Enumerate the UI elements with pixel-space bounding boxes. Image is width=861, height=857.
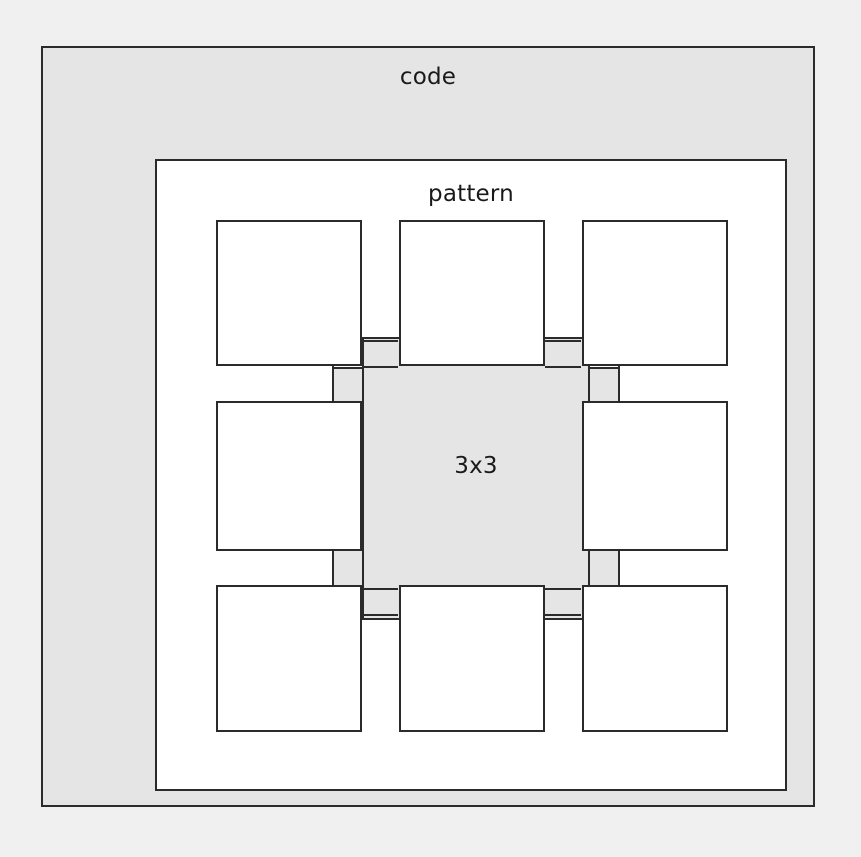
connector-top-left-to-top-middle-upper — [362, 340, 398, 342]
connector-bottom-left-to-bottom-middle-lower — [362, 614, 398, 616]
connector-middle-left-to-bottom-left-right — [362, 551, 364, 589]
connector-top-right-to-middle-right-right — [618, 366, 620, 403]
cell-bottom-left[interactable] — [216, 585, 362, 732]
cell-middle-left[interactable] — [216, 401, 362, 551]
cell-bottom-middle[interactable] — [399, 585, 545, 732]
cell-top-middle[interactable] — [399, 220, 545, 366]
connector-bottom-left-to-bottom-middle-upper — [362, 588, 398, 590]
connector-top-left-to-middle-left-right — [362, 366, 364, 403]
connector-middle-right-to-bottom-right-left — [588, 551, 590, 589]
cell-middle-right[interactable] — [582, 401, 728, 551]
cell-bottom-right[interactable] — [582, 585, 728, 732]
connector-top-right-to-middle-right-left — [588, 366, 590, 403]
connector-bottom-middle-to-bottom-right-lower — [545, 614, 581, 616]
connector-top-middle-to-top-right-upper — [545, 340, 581, 342]
pattern-container[interactable]: pattern 3x3 — [155, 159, 787, 791]
connector-top-left-to-middle-left-left — [332, 366, 334, 403]
connector-top-left-to-top-middle-lower — [362, 366, 398, 368]
cell-top-left[interactable] — [216, 220, 362, 366]
code-container[interactable]: code pattern 3x3 — [41, 46, 815, 807]
pattern-label: pattern — [428, 181, 514, 207]
center-label-3x3: 3x3 — [454, 453, 498, 479]
connector-bottom-middle-to-bottom-right-upper — [545, 588, 581, 590]
connector-middle-left-to-bottom-left-left — [332, 551, 334, 589]
connector-middle-right-to-bottom-right-right — [618, 551, 620, 589]
cell-top-right[interactable] — [582, 220, 728, 366]
code-label: code — [399, 64, 457, 90]
connector-top-middle-to-top-right-lower — [545, 366, 581, 368]
